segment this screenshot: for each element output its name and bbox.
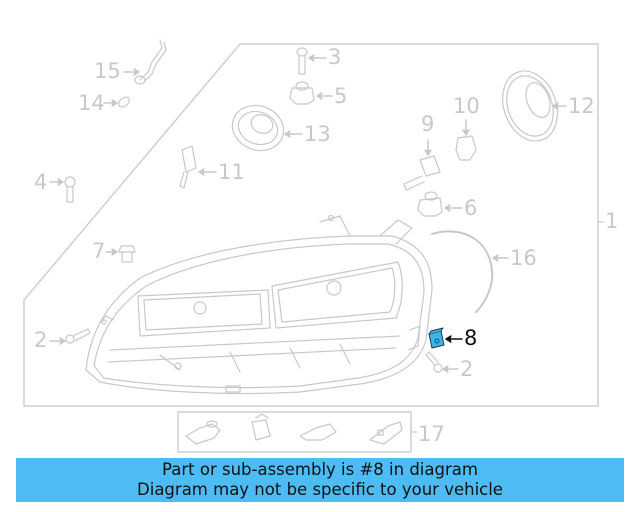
part-6-clip	[417, 191, 443, 217]
part-8-highlighted-clip	[428, 327, 445, 349]
callout-9: 9	[421, 112, 435, 136]
kit-box-17	[177, 411, 412, 453]
part-2a-bolt	[65, 328, 91, 344]
callout-17: 17	[418, 422, 445, 446]
callout-1: 1	[605, 209, 619, 233]
banner-disclaimer-line: Diagram may not be specific to your vehi…	[137, 480, 503, 499]
callout-14: 14	[78, 91, 105, 115]
callout-2-left: 2	[34, 328, 48, 352]
part-15-socket-wire	[134, 39, 167, 85]
info-banner: Part or sub-assembly is #8 in diagram Di…	[16, 458, 624, 502]
callout-7: 7	[92, 239, 106, 263]
callout-10: 10	[453, 94, 480, 118]
callout-6: 6	[464, 196, 478, 220]
callout-3: 3	[328, 45, 342, 69]
callout-11: 11	[218, 160, 245, 184]
part-17-kit-items	[185, 413, 403, 445]
part-13-cover	[231, 104, 285, 152]
part-4-bolt	[64, 176, 76, 203]
part-5-clip	[289, 81, 315, 105]
callout-13: 13	[304, 122, 331, 146]
part-16-seal	[431, 230, 494, 313]
callout-8[interactable]: 8	[464, 326, 478, 350]
banner-part-line: Part or sub-assembly is #8 in diagram	[162, 460, 478, 479]
part-3-screw	[296, 47, 308, 75]
part-7-nut	[118, 245, 136, 263]
leader-arrows	[49, 54, 567, 373]
callout-4: 4	[34, 170, 48, 194]
callout-16: 16	[510, 246, 537, 270]
part-12-cap	[502, 70, 558, 142]
leader-arrow-8	[445, 335, 463, 343]
part-14-bulb	[118, 96, 130, 108]
callout-5: 5	[334, 84, 348, 108]
headlamp-housing	[85, 214, 433, 395]
part-9-bulb	[403, 155, 441, 191]
part-10-holder	[455, 135, 477, 161]
callout-12: 12	[568, 94, 595, 118]
assembly-boundary	[23, 43, 599, 407]
callout-2-right: 2	[460, 357, 474, 381]
part-11-bulb	[179, 145, 197, 189]
part-2b-bolt	[425, 351, 443, 373]
callout-15: 15	[94, 59, 121, 83]
